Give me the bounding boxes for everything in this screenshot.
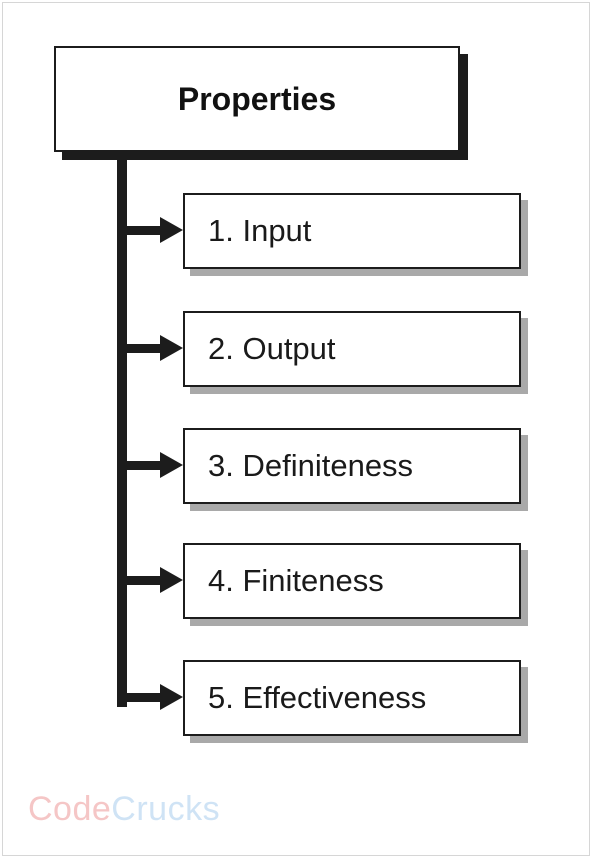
arrowhead-icon — [160, 684, 183, 710]
watermark-crucks: Crucks — [111, 790, 221, 828]
arrowhead-icon — [160, 335, 183, 361]
property-label-effectiveness: 5. Effectiveness — [208, 680, 427, 715]
arrow-4 — [117, 567, 183, 593]
arrowhead-icon — [160, 567, 183, 593]
property-box-input: 1. Input — [183, 193, 521, 269]
watermark-code: Code — [28, 790, 112, 828]
properties-title: Properties — [177, 80, 337, 117]
arrow-5 — [117, 684, 183, 710]
properties-title-box: Properties — [54, 46, 460, 152]
codecrucks-watermark: CodeCrucks — [28, 790, 220, 829]
arrow-1 — [117, 217, 183, 243]
property-box-definiteness: 3. Definiteness — [183, 428, 521, 504]
arrowhead-icon — [160, 452, 183, 478]
property-box-output: 2. Output — [183, 311, 521, 387]
property-box-effectiveness: 5. Effectiveness — [183, 660, 521, 736]
arrowhead-icon — [160, 217, 183, 243]
trunk-line — [117, 152, 127, 707]
property-label-definiteness: 3. Definiteness — [208, 448, 414, 483]
arrow-2 — [117, 335, 183, 361]
property-label-input: 1. Input — [208, 213, 312, 248]
property-label-output: 2. Output — [208, 331, 336, 366]
property-box-finiteness: 4. Finiteness — [183, 543, 521, 619]
property-label-finiteness: 4. Finiteness — [208, 563, 384, 598]
arrow-3 — [117, 452, 183, 478]
